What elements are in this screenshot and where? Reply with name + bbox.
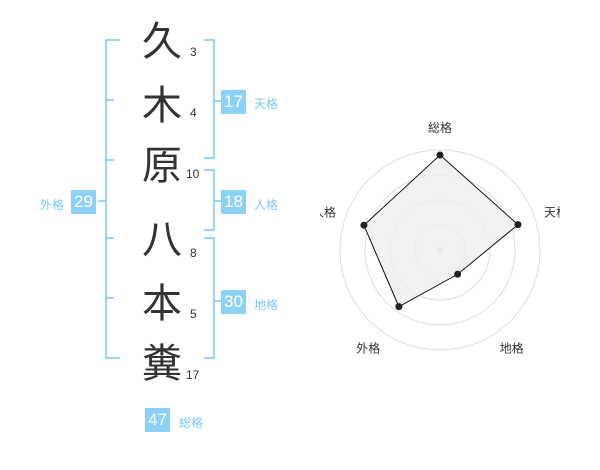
- surname-char-1: 久: [142, 19, 182, 65]
- radar-axis-label-5: 人格: [320, 204, 336, 219]
- gaikaku-label: 外格: [40, 198, 65, 212]
- radar-point-3: [454, 270, 462, 278]
- bracket-lines: [98, 39, 221, 359]
- gaikaku-badge: 29: [71, 190, 96, 214]
- stroke-count-6: 17: [186, 368, 200, 382]
- stroke-count-3: 10: [186, 167, 200, 181]
- chikaku-bracket: [204, 237, 221, 359]
- radar-chart: 総格天格地格 外格 人格: [320, 120, 560, 356]
- surname-bracket-left: [105, 39, 120, 359]
- given-char-3: 糞: [142, 341, 182, 387]
- stroke-count-1: 3: [190, 45, 197, 59]
- tenkaku-badge: 17: [221, 90, 246, 114]
- radar-point-4: [395, 303, 403, 311]
- stroke-count-5: 5: [190, 307, 197, 321]
- surname-char-3: 原: [142, 143, 182, 189]
- chikaku-badge: 30: [221, 290, 246, 314]
- jinkaku-label: 人格: [254, 198, 279, 212]
- surname-char-2: 木: [142, 83, 182, 129]
- stroke-count-2: 4: [190, 106, 197, 120]
- chikaku-label: 地格: [254, 298, 279, 312]
- radar-axis-label-2: 天格: [544, 204, 560, 219]
- radar-point-1: [436, 151, 444, 159]
- radar-axis-label-4: 外格: [356, 341, 380, 356]
- radar-point-2: [514, 221, 522, 229]
- radar-polygon: [363, 154, 519, 308]
- tenkaku-label: 天格: [254, 97, 279, 111]
- soukaku-badge: 47: [145, 408, 170, 432]
- radar-ring: [339, 149, 541, 351]
- tenkaku-bracket: [204, 39, 221, 159]
- given-char-2: 本: [142, 281, 182, 327]
- jinkaku-badge: 18: [221, 190, 246, 214]
- radar-axis-label-1: 総格: [428, 120, 452, 135]
- stroke-count-4: 8: [190, 246, 197, 260]
- jinkaku-bracket: [204, 169, 221, 231]
- radar-point-5: [360, 221, 368, 229]
- soukaku-label: 総格: [179, 416, 204, 430]
- given-char-1: 八: [142, 217, 182, 263]
- radar-axis-label-3: 地格: [500, 341, 524, 356]
